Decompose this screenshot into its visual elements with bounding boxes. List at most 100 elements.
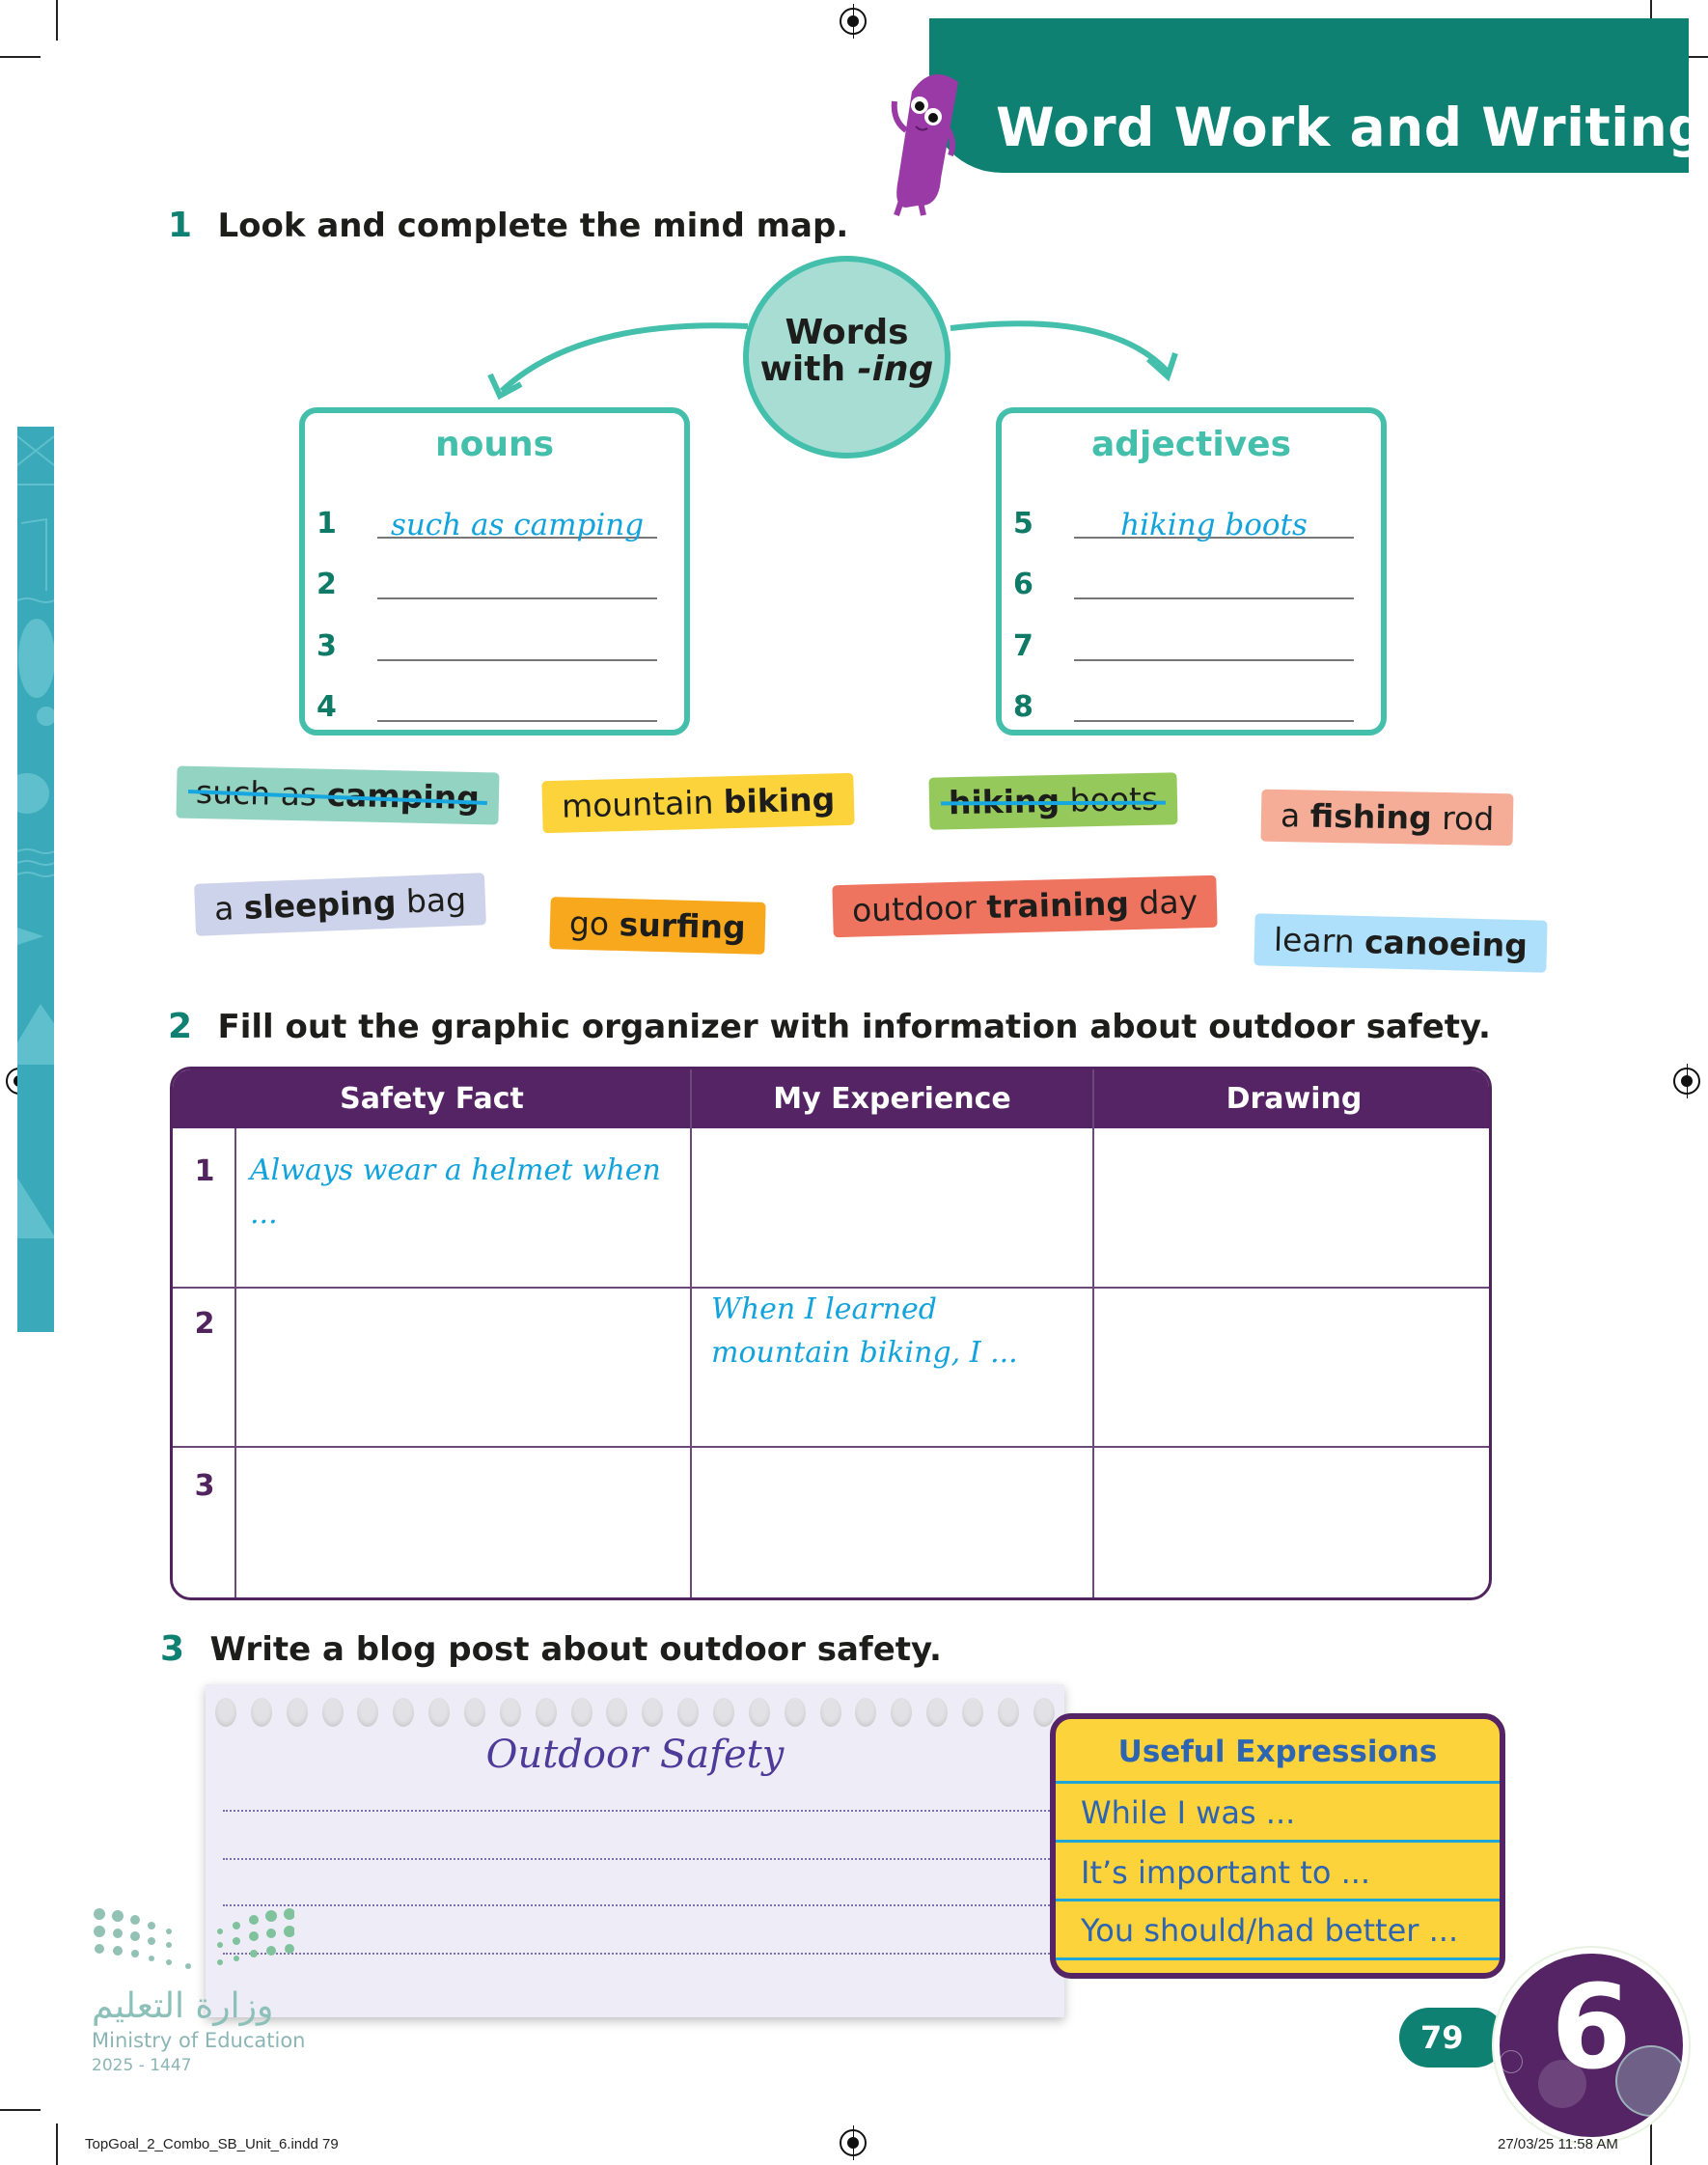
divider [1056, 1899, 1500, 1901]
word-tag[interactable]: outdoor training day [832, 874, 1218, 938]
row-number: 8 [1013, 690, 1033, 724]
binding-hole [891, 1698, 913, 1727]
binding-hole [926, 1698, 949, 1727]
drawing-cell[interactable] [1109, 1301, 1475, 1427]
arrow-to-adjectives [950, 320, 1171, 375]
binding-hole [784, 1698, 806, 1727]
word-tag-prefix: outdoor [851, 888, 987, 930]
useful-expressions-box: Useful Expressions While I was ... It’s … [1050, 1713, 1505, 1979]
decorative-bubble [1615, 2045, 1683, 2117]
word-tag[interactable]: a fishing rod [1260, 789, 1514, 847]
word-tag[interactable]: mountain biking [541, 772, 855, 834]
adjectives-row: 5 hiking boots [1002, 494, 1381, 542]
answer-line[interactable] [377, 537, 657, 539]
experience-cell[interactable] [705, 1149, 1077, 1274]
word-tag-ing-word: sleeping [243, 882, 398, 927]
expression-item: It’s important to ... [1081, 1854, 1371, 1891]
decorative-side-strip [5, 427, 56, 1332]
adjectives-row: 7 [1002, 617, 1381, 665]
word-tag[interactable]: such as camping [176, 765, 500, 825]
binding-hole [642, 1698, 664, 1727]
nouns-row: 1 such as camping [305, 494, 684, 542]
answer-line[interactable] [377, 720, 657, 722]
word-tag-ing-word: surfing [619, 904, 747, 947]
arrow-head-icon [1145, 352, 1178, 382]
word-tag[interactable]: a sleeping bag [194, 873, 487, 936]
word-tag[interactable]: hiking boots [928, 772, 1178, 830]
word-tag[interactable]: go surfing [549, 897, 766, 955]
graphic-organizer-table: Safety Fact My Experience Drawing 1 Alwa… [170, 1067, 1492, 1600]
nouns-row: 3 [305, 617, 684, 665]
notebook-title: Outdoor Safety [485, 1733, 785, 1777]
word-tag-suffix: boots [1059, 779, 1159, 819]
binding-hole [321, 1698, 344, 1727]
header-banner [929, 18, 1689, 173]
drawing-cell[interactable] [1109, 1460, 1475, 1586]
blog-notebook[interactable]: Outdoor Safety [206, 1684, 1064, 2017]
nouns-box: nouns 1 such as camping 2 3 4 [299, 407, 690, 736]
table-header: Safety Fact My Experience Drawing [173, 1069, 1489, 1128]
ministry-name-english: Ministry of Education [92, 2029, 306, 2052]
answer-line[interactable] [377, 597, 657, 599]
binding-hole [393, 1698, 415, 1727]
word-tag-suffix: bag [395, 880, 467, 921]
answer-line[interactable] [1074, 537, 1354, 539]
mind-map-center [743, 256, 950, 458]
divider [1056, 1840, 1500, 1843]
purple-worm-mascot-icon [891, 74, 958, 216]
binding-hole [215, 1698, 236, 1727]
writing-line[interactable] [223, 1953, 1057, 1955]
crop-mark [0, 56, 41, 58]
answer-line[interactable] [1074, 659, 1354, 661]
word-tag-prefix: learn [1273, 920, 1365, 961]
strikethrough-mark [941, 800, 1167, 806]
word-tag-prefix: go [568, 903, 620, 943]
writing-line[interactable] [223, 1904, 1057, 1906]
writing-line[interactable] [223, 1858, 1057, 1860]
experience-cell[interactable] [705, 1460, 1077, 1586]
word-tag-ing-word: training [985, 884, 1130, 927]
row-number: 2 [194, 1307, 215, 1341]
answer-line[interactable] [377, 659, 657, 661]
mind-map-center-label: Words with -ing [743, 315, 950, 388]
drawing-cell[interactable] [1109, 1149, 1475, 1274]
experience-cell[interactable]: When I learned mountain biking, I ... [711, 1292, 1018, 1370]
crop-mark [56, 2123, 58, 2165]
crop-mark [56, 0, 58, 41]
answer-line[interactable] [1074, 597, 1354, 599]
section-number: 1 [168, 206, 193, 245]
decorative-bubble [1538, 2060, 1586, 2108]
binding-hole [997, 1698, 1019, 1727]
row-divider [173, 1446, 1489, 1448]
writing-line[interactable] [223, 1810, 1057, 1812]
answer-text: hiking boots [1120, 508, 1308, 542]
answer-line[interactable] [1074, 720, 1354, 722]
nouns-row: 4 [305, 678, 684, 726]
useful-expressions-title: Useful Expressions [1117, 1735, 1438, 1769]
adjectives-row: 6 [1002, 555, 1381, 603]
section-instruction: Write a blog post about outdoor safety. [209, 1630, 942, 1669]
row-number: 2 [317, 568, 337, 601]
column-header-my-experience: My Experience [773, 1082, 1011, 1116]
decorative-bubble [1500, 2050, 1523, 2073]
nouns-title: nouns [434, 425, 555, 464]
unit-number: 6 [1551, 1961, 1632, 2096]
binding-hole [357, 1698, 379, 1727]
column-divider [1092, 1069, 1094, 1597]
column-header-drawing: Drawing [1226, 1082, 1363, 1116]
row-divider [173, 1287, 1489, 1289]
word-tag-prefix: a [213, 888, 245, 928]
row-number: 7 [1013, 629, 1033, 663]
safety-fact-cell[interactable] [250, 1460, 675, 1586]
binding-hole [428, 1698, 451, 1727]
section-2-heading: 2 Fill out the graphic organizer with in… [168, 1007, 1491, 1046]
row-number: 6 [1013, 568, 1033, 601]
divider [1056, 1781, 1500, 1784]
row-number: 1 [194, 1154, 215, 1188]
column-divider [690, 1069, 692, 1597]
adjectives-row: 8 [1002, 678, 1381, 726]
safety-fact-cell[interactable] [250, 1301, 675, 1427]
safety-fact-cell[interactable]: Always wear a helmet when ... [250, 1153, 661, 1231]
word-tag[interactable]: learn canoeing [1253, 913, 1548, 973]
word-tag-ing-word: biking [723, 780, 836, 821]
